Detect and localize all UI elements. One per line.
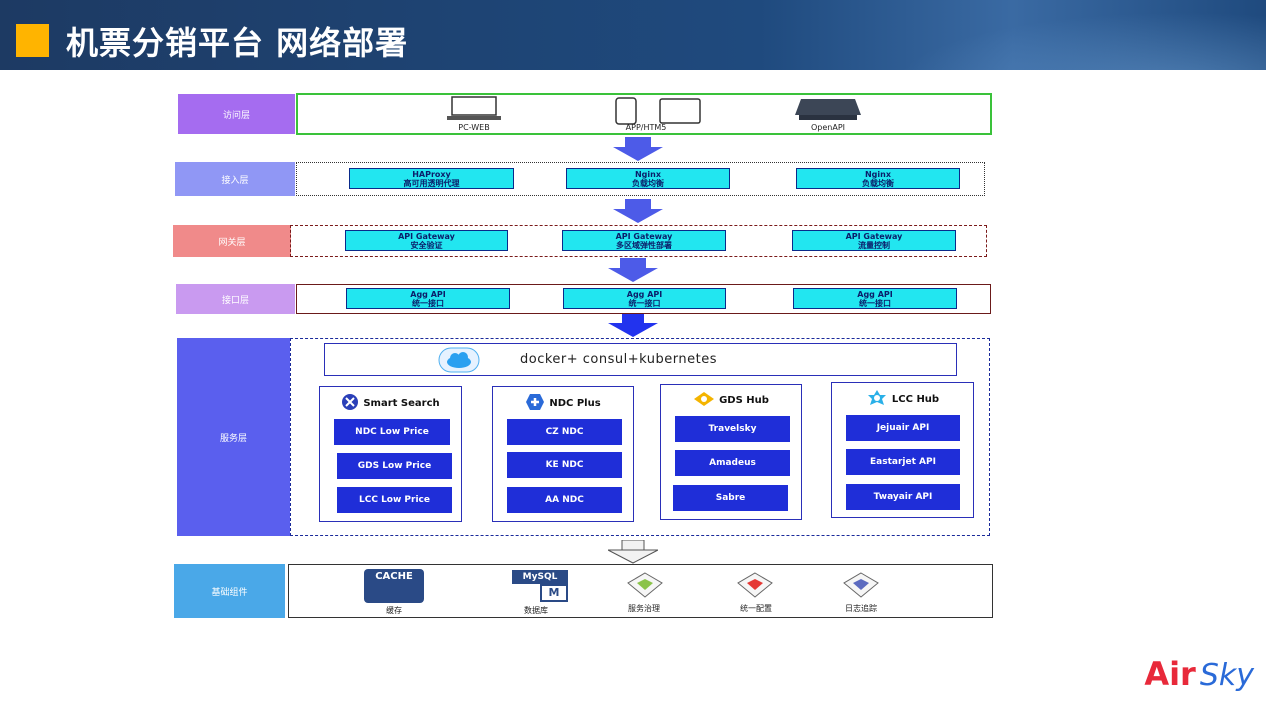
cache-badge: CACHE xyxy=(364,569,424,603)
service-card-smart-search: Smart Search NDC Low Price GDS Low Price… xyxy=(319,386,462,522)
component-label-trace: 日志追踪 xyxy=(845,604,877,613)
flow-arrow-1 xyxy=(613,137,663,165)
header-bar: 机票分销平台 网络部署 xyxy=(0,0,1266,70)
interface-row xyxy=(296,284,991,314)
ndc-plus-icon xyxy=(525,393,545,414)
platform-bar: docker+ consul+kubernetes xyxy=(324,343,957,376)
governance-icon xyxy=(624,571,666,603)
gateway-row xyxy=(290,225,987,257)
device-label-openapi: OpenAPI xyxy=(810,123,846,132)
service-item-twayair-api: Twayair API xyxy=(846,484,960,510)
mobile-tablet-icon xyxy=(614,97,704,125)
service-item-ke-ndc: KE NDC xyxy=(507,452,622,478)
layer-label-service: 服务层 xyxy=(177,338,290,536)
layer-label-base: 基础组件 xyxy=(174,564,285,618)
flow-arrow-5 xyxy=(607,539,659,568)
flow-arrow-3 xyxy=(608,258,658,286)
laptop-icon xyxy=(446,96,502,122)
title-marker-icon xyxy=(16,24,49,57)
component-label-governance: 服务治理 xyxy=(628,604,660,613)
device-label-app: APP/HTM5 xyxy=(625,123,667,132)
service-item-travelsky: Travelsky xyxy=(675,416,790,442)
flow-arrow-2 xyxy=(613,199,663,227)
page-title: 机票分销平台 网络部署 xyxy=(66,24,409,62)
service-card-ndc-plus: NDC Plus CZ NDC KE NDC AA NDC xyxy=(492,386,634,522)
layer-label-interface: 接口层 xyxy=(176,284,295,314)
platform-label: docker+ consul+kubernetes xyxy=(520,352,717,367)
service-item-eastarjet-api: Eastarjet API xyxy=(846,449,960,475)
card-title: GDS Hub xyxy=(719,395,769,406)
service-container xyxy=(290,338,990,536)
service-card-lcc-hub: LCC Hub Jejuair API Eastarjet API Twayai… xyxy=(831,382,974,518)
service-item-aa-ndc: AA NDC xyxy=(507,487,622,513)
service-item-ndc-low-price: NDC Low Price xyxy=(334,419,450,445)
layer-label-access: 访问层 xyxy=(178,94,295,134)
component-label-config: 统一配置 xyxy=(740,604,772,613)
base-row xyxy=(288,564,993,618)
smart-search-icon xyxy=(341,393,359,414)
component-label-db: 数据库 xyxy=(524,606,548,615)
gds-hub-icon xyxy=(693,391,715,410)
trace-icon xyxy=(840,571,882,603)
device-label-pc: PC-WEB xyxy=(458,123,490,132)
ingress-row xyxy=(296,162,985,196)
lcc-hub-icon xyxy=(866,389,888,410)
cloud-icon xyxy=(438,347,480,377)
service-item-gds-low-price: GDS Low Price xyxy=(337,453,452,479)
api-terminal-icon xyxy=(793,97,863,123)
component-label-cache: 缓存 xyxy=(386,606,402,615)
layer-label-ingress: 接入层 xyxy=(175,162,295,196)
service-card-gds-hub: GDS Hub Travelsky Amadeus Sabre xyxy=(660,384,802,520)
flow-arrow-4 xyxy=(608,314,658,342)
service-item-cz-ndc: CZ NDC xyxy=(507,419,622,445)
card-title: NDC Plus xyxy=(549,398,601,409)
card-title: Smart Search xyxy=(363,398,440,409)
service-item-amadeus: Amadeus xyxy=(675,450,790,476)
header-decoration xyxy=(846,0,1266,70)
service-item-sabre: Sabre xyxy=(673,485,788,511)
service-item-lcc-low-price: LCC Low Price xyxy=(337,487,452,513)
layer-label-gateway: 网关层 xyxy=(173,225,291,257)
config-icon xyxy=(734,571,776,603)
card-title: LCC Hub xyxy=(891,394,940,405)
access-row xyxy=(296,93,992,135)
service-item-jejuair-api: Jejuair API xyxy=(846,415,960,441)
mysql-badge: MySQL M xyxy=(512,570,570,603)
